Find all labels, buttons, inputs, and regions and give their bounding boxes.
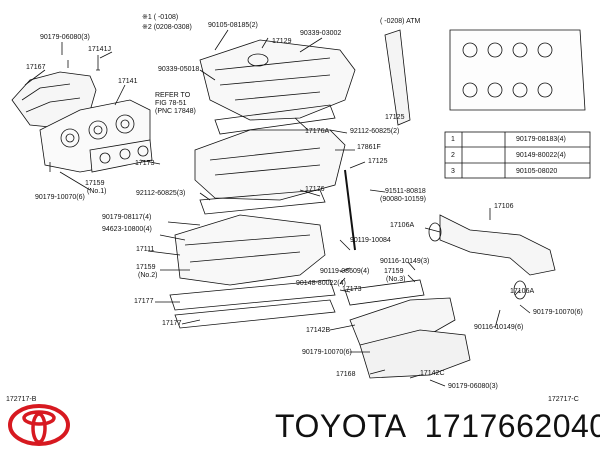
- brand-line: TOYOTA 1717662040: [275, 408, 600, 445]
- part-label: 92112-60825(2): [350, 128, 400, 135]
- refer-line-1: REFER TO: [155, 92, 191, 99]
- legend-part: 90105-08020: [516, 168, 558, 175]
- legend-part: 90149-80022(4): [516, 152, 566, 159]
- part-label: 90119-10084: [350, 237, 391, 244]
- part-number: 1717662040: [424, 408, 600, 444]
- part-label: 90179-08117(4): [102, 214, 152, 221]
- part-label: 17106A: [510, 288, 535, 295]
- part-label: 17129: [272, 38, 292, 45]
- part-label: 17125: [368, 158, 388, 165]
- part-label: (90080-10159): [380, 196, 426, 203]
- part-label: 92112-60825(3): [136, 190, 186, 197]
- part-label: 17142C: [420, 370, 445, 377]
- part-label: (No.2): [138, 272, 158, 279]
- part-label: (No.1): [87, 188, 107, 195]
- part-label: 17111: [136, 246, 155, 253]
- legend-no: 1: [451, 136, 455, 143]
- atm-note: ( -0208) ATM: [380, 18, 421, 25]
- part-label: 17173: [135, 160, 155, 167]
- part-label: 17125: [385, 114, 405, 121]
- part-label: 17861F: [357, 144, 381, 151]
- note-2: ※2 (0208-0308): [142, 24, 192, 31]
- part-label: 90179-10070(6): [35, 194, 85, 201]
- part-label: 94623-10800(4): [102, 226, 152, 233]
- part-label: 17177: [162, 320, 182, 327]
- legend-part: 90179-08183(4): [516, 136, 566, 143]
- refer-line-3: (PNC 17848): [155, 108, 196, 115]
- part-label: 17159: [136, 264, 156, 271]
- part-label: 17142B: [306, 327, 331, 334]
- part-label: 17173: [342, 286, 362, 293]
- part-label: 17141: [118, 78, 138, 85]
- part-label: 90119-08609(4): [320, 268, 370, 275]
- exhaust-pipe: [439, 214, 556, 276]
- part-label: 90179-06080(3): [448, 383, 498, 390]
- corner-ref-left: 172717-B: [6, 396, 37, 403]
- refer-line-2: FIG 78-51: [155, 100, 187, 107]
- manifold-gasket-view: [449, 29, 586, 111]
- part-label: 90116-10149(3): [380, 258, 430, 265]
- part-label: 90179-10070(6): [533, 309, 583, 316]
- part-label: 90116-10149(6): [474, 324, 524, 331]
- part-label: 17106A: [390, 222, 415, 229]
- part-label: 17106: [494, 203, 514, 210]
- part-label: 90105-08185(2): [208, 22, 258, 29]
- part-label: 90148-80022(4): [296, 280, 346, 287]
- part-label: 90339-05018: [158, 66, 200, 73]
- parts-diagram: ※1 ( -0108) ※2 (0208-0308) REFER TO FIG …: [6, 14, 591, 403]
- legend-no: 2: [451, 152, 455, 159]
- part-label: 17159: [384, 268, 404, 275]
- part-label: 17159: [85, 180, 105, 187]
- intake-manifold: [194, 129, 346, 201]
- part-label: 90339-03002: [300, 30, 342, 37]
- part-label: 91511-80818: [385, 188, 426, 195]
- part-label: 90179-06080(3): [40, 34, 90, 41]
- diagram-drawing: [11, 29, 591, 387]
- part-label: 17141J: [88, 46, 111, 53]
- part-label: 17176: [305, 186, 325, 193]
- part-label: (No.3): [386, 276, 406, 283]
- part-label: 17177: [134, 298, 154, 305]
- part-label: 17167: [26, 64, 46, 71]
- brand-name: TOYOTA: [275, 408, 407, 444]
- legend-no: 3: [451, 168, 455, 175]
- part-label: 90179-10070(6): [302, 349, 352, 356]
- part-label: 17168: [336, 371, 356, 378]
- corner-ref-right: 172717-C: [548, 396, 579, 403]
- note-1: ※1 ( -0108): [142, 14, 179, 21]
- part-label: 17176A: [305, 128, 330, 135]
- toyota-logo-icon: [8, 404, 70, 446]
- intake-manifold-lower: [174, 214, 326, 286]
